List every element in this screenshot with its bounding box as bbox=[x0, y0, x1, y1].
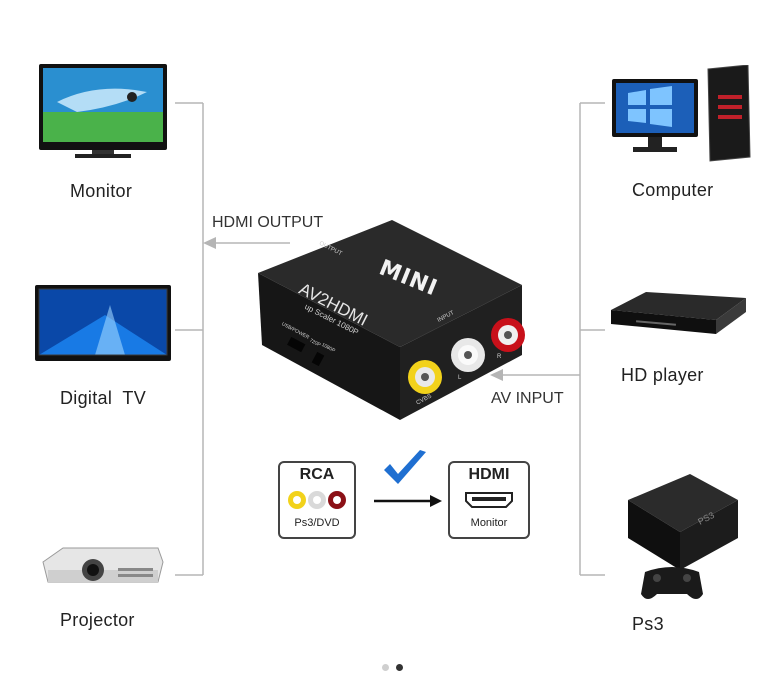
hdmi-card: HDMI Monitor bbox=[448, 461, 530, 539]
hdmi-caption: Monitor bbox=[470, 517, 508, 529]
device-label-ps3: Ps3 bbox=[632, 614, 664, 634]
adapter-r-label: R bbox=[497, 354, 502, 360]
hdmi-title: HDMI bbox=[468, 466, 510, 483]
device-label-digital-tv: Digital TV bbox=[60, 388, 146, 408]
device-label-projector: Projector bbox=[60, 610, 135, 630]
computer-icon bbox=[612, 65, 751, 162]
rca-title: RCA bbox=[299, 466, 335, 483]
carousel-dot[interactable] bbox=[396, 664, 403, 671]
projector-icon bbox=[42, 547, 164, 583]
av-input-label: AV INPUT bbox=[491, 390, 564, 407]
device-label-hd-player: HD player bbox=[621, 365, 704, 385]
rca-plugs-icon bbox=[288, 491, 346, 509]
tv-icon bbox=[35, 285, 171, 361]
monitor-icon bbox=[39, 64, 167, 158]
hdmi-output-label: HDMI OUTPUT bbox=[212, 214, 324, 231]
adapter-l-label: L bbox=[458, 375, 462, 381]
av2hdmi-adapter bbox=[258, 220, 525, 420]
rca-caption: Ps3/DVD bbox=[294, 517, 340, 529]
hd-player-icon bbox=[611, 292, 746, 334]
checkmark-icon bbox=[384, 450, 426, 484]
carousel-dot[interactable] bbox=[382, 664, 389, 671]
ps3-console-icon: PS3 bbox=[628, 474, 738, 570]
rca-card: RCA Ps3/DVD bbox=[278, 461, 356, 539]
gamepad-icon bbox=[641, 567, 703, 599]
convert-arrow-icon bbox=[374, 495, 442, 507]
device-label-computer: Computer bbox=[632, 180, 714, 200]
device-label-monitor: Monitor bbox=[70, 181, 133, 201]
hdmi-port-icon bbox=[465, 492, 513, 508]
